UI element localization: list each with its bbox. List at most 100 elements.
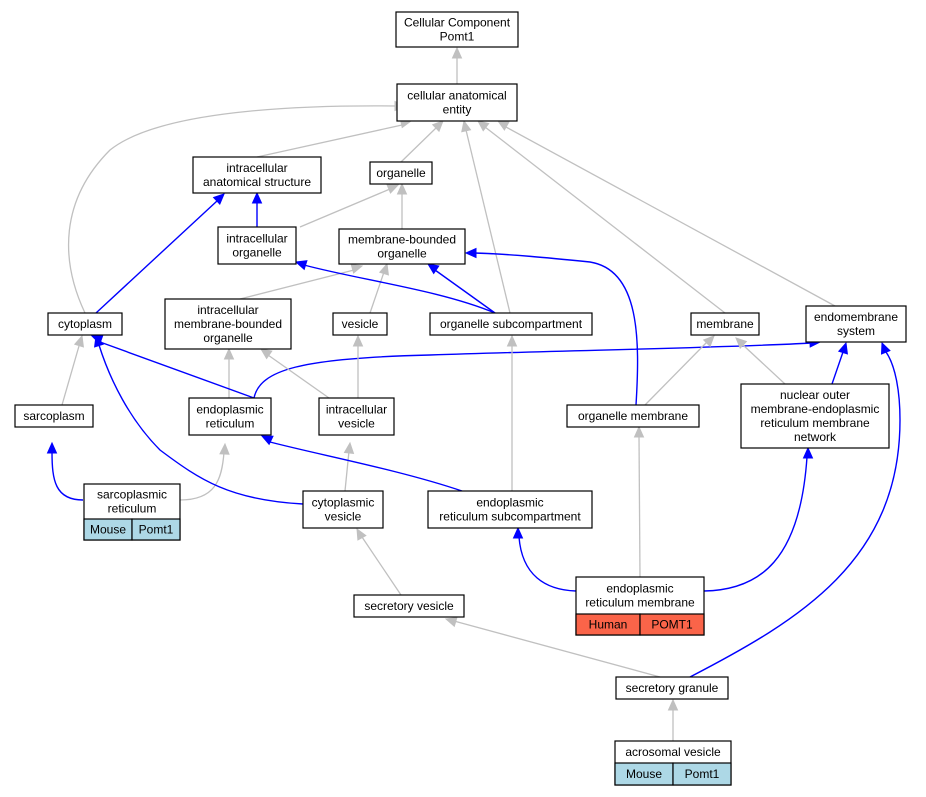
- node-box: [164, 298, 292, 350]
- node-label-line: network: [794, 430, 837, 444]
- node-sg[interactable]: secretory granule: [615, 676, 729, 700]
- edge-blue: [94, 334, 304, 505]
- edge-blue: [464, 247, 639, 406]
- edge-line: [644, 341, 708, 406]
- edge-line: [505, 126, 836, 307]
- node-label-line: vesicle: [342, 317, 379, 331]
- arrow-head: [506, 334, 518, 347]
- edge-gray: [299, 184, 400, 228]
- node-organelle[interactable]: organelle: [369, 161, 433, 185]
- edge-gray: [239, 263, 364, 300]
- edge-blue: [95, 193, 225, 314]
- node-box: [690, 312, 760, 336]
- arrow-head: [496, 120, 510, 131]
- edge-blue: [260, 435, 463, 492]
- node-label-line: vesicle: [338, 417, 375, 431]
- tag-cell: [639, 613, 705, 636]
- node-label-line: organelle membrane: [578, 409, 688, 423]
- node-box: [188, 397, 272, 436]
- node-label-line: reticulum membrane: [760, 416, 870, 430]
- node-label-line: intracellular: [226, 232, 287, 246]
- node-osub[interactable]: organelle subcompartment: [429, 312, 593, 336]
- arrow-head: [426, 263, 440, 275]
- arrow-head: [444, 617, 458, 628]
- node-label-line: organelle subcompartment: [440, 317, 583, 331]
- node-label-line: membrane-bounded: [348, 233, 456, 247]
- node-sarcoplasm[interactable]: sarcoplasm: [14, 404, 94, 428]
- edge-line: [98, 344, 304, 505]
- node-box: [47, 312, 123, 336]
- node-label-line: organelle: [376, 166, 426, 180]
- arrow-head: [94, 334, 105, 348]
- node-box: [805, 305, 907, 343]
- tag-cell: [672, 762, 732, 786]
- edge-line: [256, 124, 403, 158]
- node-cytoplasm[interactable]: cytoplasm: [47, 312, 123, 336]
- edge-line: [269, 441, 463, 492]
- node-label-line: Cellular Component: [404, 16, 511, 30]
- arrow-head: [880, 341, 891, 355]
- node-label-line: organelle: [232, 246, 282, 260]
- node-label-line: reticulum subcompartment: [439, 510, 581, 524]
- edge-blue: [253, 337, 822, 399]
- arrow-head: [219, 442, 230, 455]
- node-label-line: membrane: [696, 317, 754, 331]
- node-label-line: sarcoplasm: [23, 409, 84, 423]
- arrow-head: [477, 120, 490, 132]
- edge-line: [638, 435, 641, 578]
- arrow-head: [260, 435, 274, 446]
- node-vesicle[interactable]: vesicle: [332, 312, 388, 336]
- node-label-line: endoplasmic: [196, 403, 263, 417]
- node-label-line: system: [837, 324, 875, 338]
- edge-line: [299, 188, 391, 228]
- edge-line: [267, 354, 330, 399]
- edge-line: [453, 620, 661, 678]
- node-box: [427, 490, 593, 529]
- arrow-head: [46, 441, 58, 454]
- edge-gray: [343, 441, 355, 492]
- edge-gray: [256, 118, 413, 158]
- gene-tag: Pomt1: [685, 767, 720, 781]
- arrow-head: [251, 191, 263, 204]
- edge-blue: [426, 263, 496, 314]
- arrow-head: [386, 184, 400, 194]
- node-label-line: membrane-bounded: [174, 317, 282, 331]
- node-box: [332, 312, 388, 336]
- edge-line: [465, 129, 511, 314]
- edge-line: [434, 269, 496, 314]
- node-label-line: organelle: [203, 331, 253, 345]
- node-nomer[interactable]: nuclear outermembrane-endoplasmicreticul…: [740, 383, 890, 449]
- node-label-line: endoplasmic: [476, 496, 543, 510]
- arrow-head: [735, 337, 748, 350]
- node-label-line: endomembrane: [814, 310, 898, 324]
- gene-tag: Pomt1: [139, 523, 174, 537]
- gene-tag: POMT1: [651, 618, 693, 632]
- edge-gray: [506, 334, 518, 491]
- node-label-line: cellular anatomical: [407, 89, 506, 103]
- arrow-head: [837, 341, 848, 355]
- node-sv[interactable]: secretory vesicle: [353, 594, 465, 618]
- edge-gray: [352, 334, 364, 398]
- arrow-head: [212, 193, 225, 206]
- node-label-line: intracellular: [226, 161, 287, 175]
- node-box: [740, 383, 890, 449]
- node-membrane[interactable]: membrane: [690, 312, 760, 336]
- species-tag: Mouse: [90, 523, 126, 537]
- node-om[interactable]: organelle membrane: [566, 404, 700, 428]
